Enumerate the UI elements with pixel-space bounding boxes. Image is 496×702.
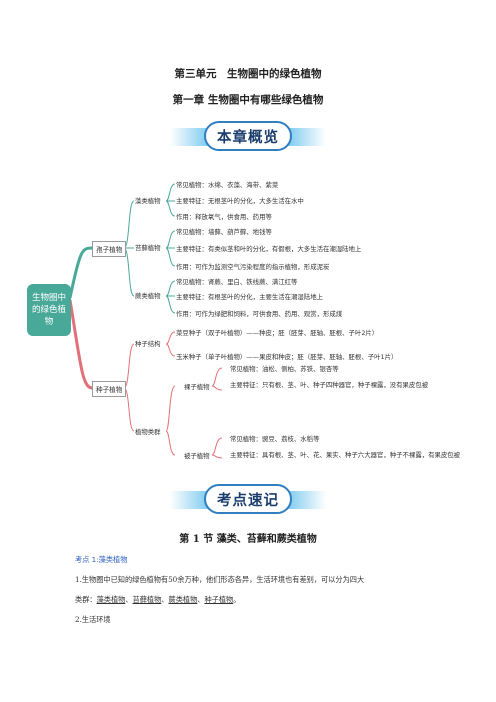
- para-prefix: 类群：: [75, 595, 97, 604]
- connector-fern-1: [165, 280, 176, 297]
- separator: 、: [197, 595, 205, 604]
- paragraph-1-line-2: 类群：藻类植物、苔藓植物、蕨类植物、种子植物。: [75, 595, 240, 605]
- banner-pill: 考点速记: [204, 484, 292, 514]
- banner-pill: 本章概览: [204, 121, 292, 151]
- group-algae: 藻类植物: [96, 595, 126, 604]
- angio-common: 常见植物：豌豆、荔枝、水稻等: [230, 435, 320, 443]
- connector-gymno-1: [211, 367, 223, 387]
- connector-structure-1: [165, 331, 176, 345]
- node-seed-structure: 种子结构: [135, 340, 161, 348]
- connector-fern-3: [165, 295, 176, 314]
- connector-structure-2: [165, 343, 176, 357]
- fern-feature: 主要特征：有根茎叶的分化，主要生活在潮湿陆地上: [176, 293, 323, 301]
- algae-common: 常见植物：水绵、衣藻、海带、紫菜: [176, 181, 279, 189]
- node-plant-types: 植物类群: [135, 428, 161, 436]
- gymno-common: 常见植物：油松、侧柏、苏铁、银杏等: [230, 365, 339, 373]
- node-fern: 蕨类植物: [135, 292, 161, 300]
- section-title: 第 1 节 藻类、苔藓和蕨类植物: [179, 534, 317, 545]
- connector-root-seed: [68, 299, 93, 390]
- connector-gymno-2: [211, 385, 223, 391]
- connector-angio-2: [211, 454, 223, 459]
- separator: 、: [161, 595, 169, 604]
- node-angiosperm: 被子植物: [184, 452, 210, 460]
- mindmap-connectors: [68, 183, 223, 459]
- angio-feature: 主要特征：具有根、茎、叶、花、果实、种子六大器官，种子不裸露，有果皮包被: [230, 451, 461, 459]
- group-fern: 蕨类植物: [168, 595, 198, 604]
- node-algae: 藻类植物: [135, 197, 161, 205]
- mindmap-root: 生物圈中的绿色植物: [27, 284, 71, 336]
- algae-feature: 主要特征：无根茎叶的分化，大多生活在水中: [176, 197, 304, 205]
- gymno-feature: 主要特征：只有根、茎、叶、种子四种器官，种子裸露，没有果皮包被: [230, 381, 429, 389]
- node-gymnosperm: 裸子植物: [184, 383, 210, 391]
- node-seed-plants: 种子植物: [92, 381, 127, 397]
- point-label: 考点 1:藻类植物: [75, 555, 128, 564]
- node-spore-plants: 孢子植物: [92, 241, 127, 257]
- fern-common: 常见植物：肾蕨、里白、铁线蕨、满江红等: [176, 278, 298, 286]
- paragraph-1-line-1: 1.生物圈中已知的绿色植物有50余万种，他们形态各异，生活环境也有差别，可以分为…: [75, 575, 365, 584]
- fern-use: 作用：可作为绿肥和饲料，可供食用、药用、观赏，形成煤: [176, 310, 343, 318]
- group-moss: 苔藓植物: [132, 595, 162, 604]
- seed-bean: 菜豆种子（双子叶植物）——种皮；胚（胚芽、胚轴、胚根、子叶2片）: [176, 329, 379, 337]
- paragraph-2: 2.生活环境: [75, 615, 111, 624]
- connector-types-gymno: [165, 385, 176, 432]
- banner-text: 本章概览: [217, 129, 279, 146]
- group-seed: 种子植物: [204, 595, 234, 604]
- moss-common: 常见植物：墙藓、葫芦藓、地钱等: [176, 228, 272, 236]
- connector-algae-3: [165, 200, 176, 217]
- moss-feature: 主要特征：有类似茎和叶的分化，有假根，大多生活在潮湿陆地上: [176, 245, 362, 253]
- connector-root-spore: [68, 246, 93, 299]
- connector-algae-1: [165, 183, 176, 202]
- connector-moss-1: [165, 230, 176, 249]
- connector-types-angio: [165, 430, 176, 456]
- quick-notes-banner: 考点速记: [0, 484, 496, 516]
- moss-use: 作用：可作为监测空气污染程度的指示植物，形成泥炭: [176, 263, 330, 271]
- seed-corn: 玉米种子（单子叶植物）——果皮和种皮；胚（胚芽、胚轴、胚根、子叶1片）: [176, 353, 398, 361]
- connector-moss-3: [165, 247, 176, 267]
- banner-text: 考点速记: [217, 492, 279, 509]
- node-moss: 苔藓植物: [135, 244, 161, 252]
- separator: 、: [125, 595, 133, 604]
- chapter-title: 第一章 生物圈中有哪些绿色植物: [172, 94, 324, 106]
- connector-angio-1: [211, 437, 223, 456]
- overview-banner: 本章概览: [0, 121, 496, 153]
- separator: 。: [233, 595, 241, 604]
- unit-title: 第三单元 生物圈中的绿色植物: [174, 68, 322, 80]
- algae-use: 作用：释放氧气，供食用、药用等: [176, 213, 272, 221]
